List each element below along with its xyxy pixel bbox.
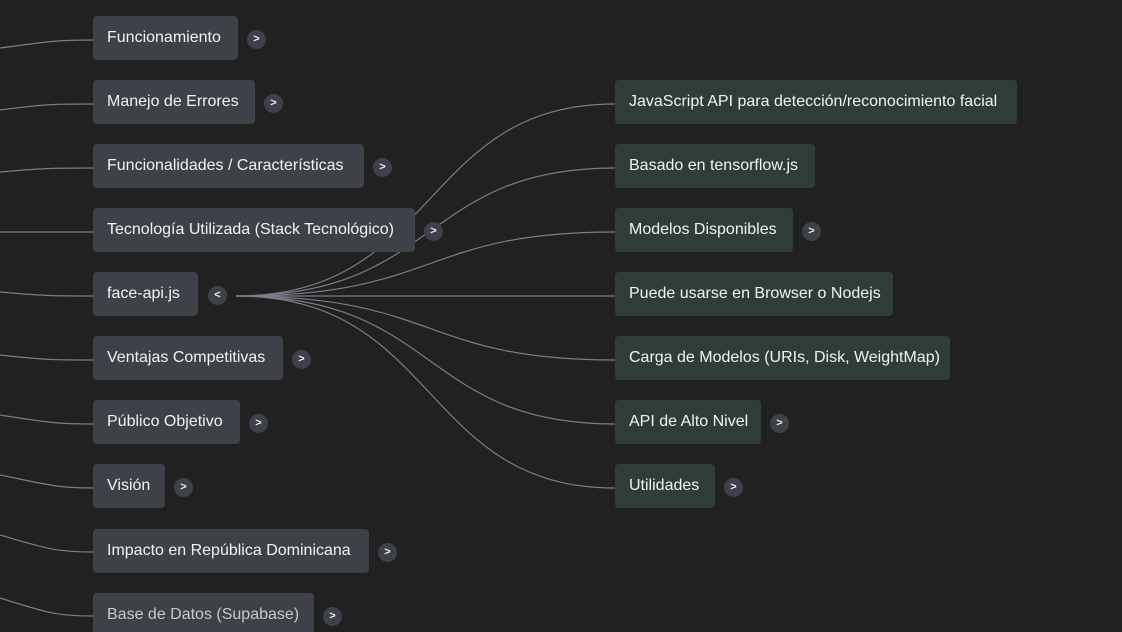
chevron-right-icon: > xyxy=(270,97,277,109)
node-label: Carga de Modelos (URIs, Disk, WeightMap) xyxy=(629,349,940,366)
connector-left-1 xyxy=(0,103,94,111)
node-basado-en-tensorflow[interactable]: Basado en tensorflow.js xyxy=(615,144,815,188)
node-base-de-datos[interactable]: Base de Datos (Supabase) xyxy=(93,593,314,632)
node-funcionalidades[interactable]: Funcionalidades / Características xyxy=(93,144,364,188)
node-utilidades[interactable]: Utilidades xyxy=(615,464,715,508)
node-ventajas-competitivas[interactable]: Ventajas Competitivas xyxy=(93,336,283,380)
node-label: Basado en tensorflow.js xyxy=(629,157,798,174)
node-label: Impacto en República Dominicana xyxy=(107,542,351,559)
collapse-toggle-face-api-js[interactable]: < xyxy=(208,286,227,305)
connector-right-0 xyxy=(235,103,616,297)
node-label: Público Objetivo xyxy=(107,413,223,430)
node-label: Ventajas Competitivas xyxy=(107,349,266,366)
chevron-right-icon: > xyxy=(329,610,336,622)
node-face-api-js[interactable]: face-api.js xyxy=(93,272,198,316)
chevron-right-icon: > xyxy=(808,225,815,237)
node-browser-o-nodejs[interactable]: Puede usarse en Browser o Nodejs xyxy=(615,272,893,316)
node-modelos-disponibles[interactable]: Modelos Disponibles xyxy=(615,208,793,252)
node-funcionamiento[interactable]: Funcionamiento xyxy=(93,16,238,60)
node-label: Funcionamiento xyxy=(107,29,221,46)
chevron-left-icon: < xyxy=(214,289,221,301)
connector-right-4 xyxy=(235,295,616,361)
node-label: JavaScript API para detección/reconocimi… xyxy=(629,93,998,110)
node-impacto-republica-dominicana[interactable]: Impacto en República Dominicana xyxy=(93,529,369,573)
connector-left-9 xyxy=(0,597,94,617)
connector-left-6 xyxy=(0,414,94,425)
expand-toggle-api-de-alto-nivel[interactable]: > xyxy=(770,414,789,433)
expand-toggle-impacto[interactable]: > xyxy=(378,543,397,562)
node-label: Visión xyxy=(107,477,151,494)
node-label: API de Alto Nivel xyxy=(629,413,749,430)
node-vision[interactable]: Visión xyxy=(93,464,165,508)
node-label: face-api.js xyxy=(107,285,180,302)
chevron-right-icon: > xyxy=(730,481,737,493)
node-label: Tecnología Utilizada (Stack Tecnológico) xyxy=(107,221,394,238)
connector-left-7 xyxy=(0,474,94,489)
expand-toggle-modelos-disponibles[interactable]: > xyxy=(802,222,821,241)
expand-toggle-utilidades[interactable]: > xyxy=(724,478,743,497)
node-label: Manejo de Errores xyxy=(107,93,239,110)
node-javascript-api[interactable]: JavaScript API para detección/reconocimi… xyxy=(615,80,1017,124)
expand-toggle-publico-objetivo[interactable]: > xyxy=(249,414,268,433)
expand-toggle-tecnologia-utilizada[interactable]: > xyxy=(424,222,443,241)
chevron-right-icon: > xyxy=(430,225,437,237)
node-manejo-de-errores[interactable]: Manejo de Errores xyxy=(93,80,255,124)
chevron-right-icon: > xyxy=(298,353,305,365)
connector-left-5 xyxy=(0,354,94,361)
connector-left-8 xyxy=(0,534,94,553)
chevron-right-icon: > xyxy=(253,33,260,45)
expand-toggle-base-de-datos[interactable]: > xyxy=(323,607,342,626)
connector-left-4 xyxy=(0,291,94,297)
connector-left-0 xyxy=(0,39,94,49)
node-label: Utilidades xyxy=(629,477,700,494)
node-label: Modelos Disponibles xyxy=(629,221,777,238)
expand-toggle-funcionalidades[interactable]: > xyxy=(373,158,392,177)
node-publico-objetivo[interactable]: Público Objetivo xyxy=(93,400,240,444)
expand-toggle-funcionamiento[interactable]: > xyxy=(247,30,266,49)
node-tecnologia-utilizada[interactable]: Tecnología Utilizada (Stack Tecnológico) xyxy=(93,208,415,252)
connector-left-2 xyxy=(0,167,94,173)
chevron-right-icon: > xyxy=(776,417,783,429)
expand-toggle-ventajas-competitivas[interactable]: > xyxy=(292,350,311,369)
chevron-right-icon: > xyxy=(379,161,386,173)
node-api-de-alto-nivel[interactable]: API de Alto Nivel xyxy=(615,400,761,444)
node-label: Funcionalidades / Características xyxy=(107,157,344,174)
chevron-right-icon: > xyxy=(180,481,187,493)
node-label: Puede usarse en Browser o Nodejs xyxy=(629,285,881,302)
expand-toggle-manejo-de-errores[interactable]: > xyxy=(264,94,283,113)
chevron-right-icon: > xyxy=(255,417,262,429)
node-carga-de-modelos[interactable]: Carga de Modelos (URIs, Disk, WeightMap) xyxy=(615,336,950,380)
chevron-right-icon: > xyxy=(384,546,391,558)
connector-right-6 xyxy=(235,295,616,489)
expand-toggle-vision[interactable]: > xyxy=(174,478,193,497)
node-label: Base de Datos (Supabase) xyxy=(107,606,300,623)
